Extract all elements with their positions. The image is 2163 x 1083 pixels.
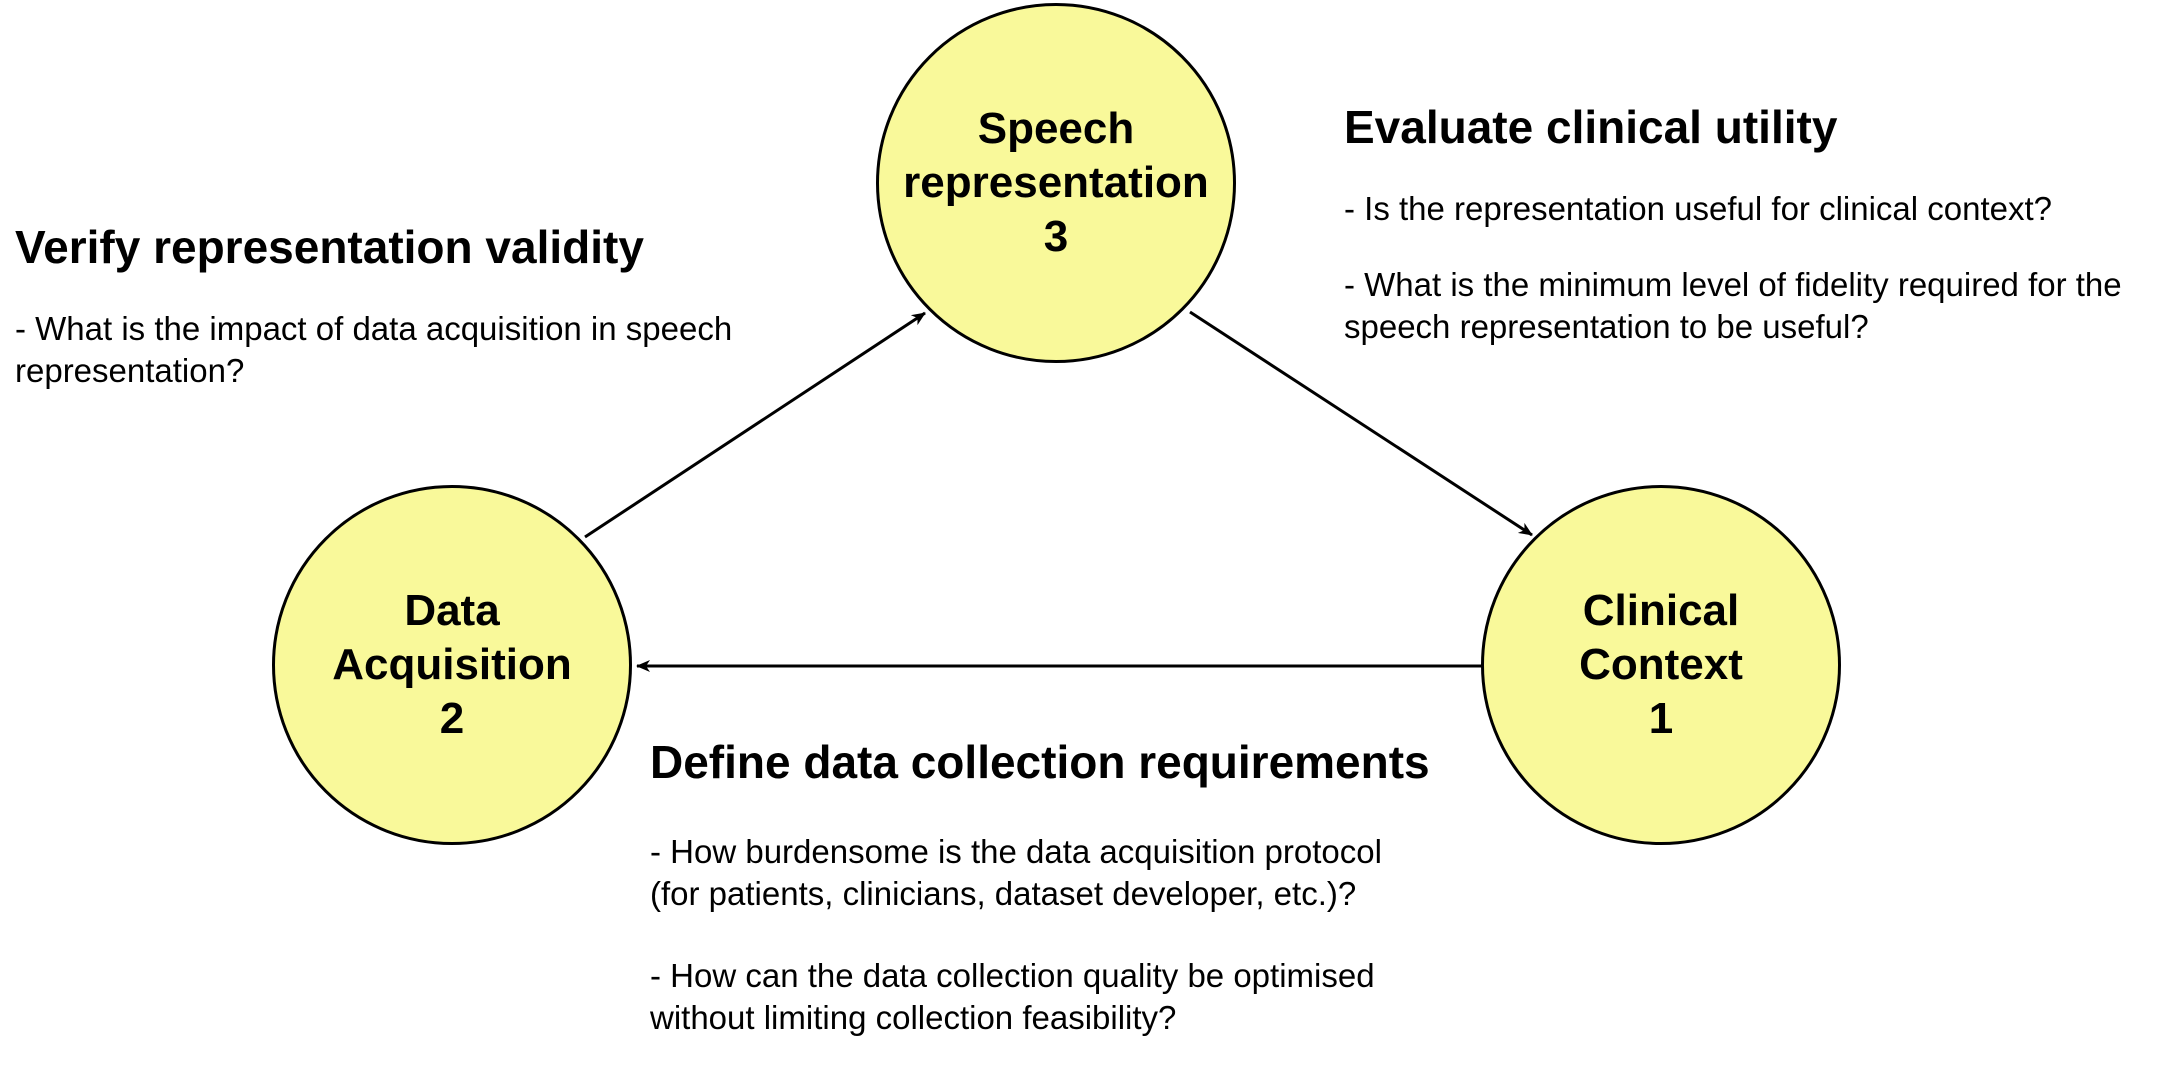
annotation-evaluate: Evaluate clinical utility - Is the repre… — [1344, 100, 2154, 348]
node-data-line2: Acquisition — [332, 640, 572, 689]
question-define-1: - How burdensome is the data acquisition… — [650, 833, 1382, 912]
node-speech-representation[interactable]: Speech representation 3 — [876, 3, 1236, 363]
annotation-verify: Verify representation validity - What is… — [15, 220, 835, 392]
node-clinical-line1: Clinical — [1582, 586, 1740, 635]
question-verify-1: - What is the impact of data acquisition… — [15, 310, 733, 389]
question-define-2: - How can the data collection quality be… — [650, 957, 1375, 1036]
heading-evaluate: Evaluate clinical utility — [1344, 101, 1838, 153]
question-evaluate-2: - What is the minimum level of fidelity … — [1344, 266, 2122, 345]
question-evaluate-1: - Is the representation useful for clini… — [1344, 190, 2053, 227]
annotation-define: Define data collection requirements - Ho… — [650, 735, 1450, 1039]
node-data-number: 2 — [439, 694, 465, 743]
arrow-speech-to-clinical — [1189, 310, 1533, 537]
arrow-data-to-speech — [584, 311, 926, 539]
node-data-line1: Data — [404, 586, 500, 635]
node-speech-line2: representation — [903, 158, 1209, 207]
node-data-acquisition[interactable]: Data Acquisition 2 — [272, 485, 632, 845]
node-clinical-context[interactable]: Clinical Context 1 — [1481, 485, 1841, 845]
heading-define: Define data collection requirements — [650, 736, 1430, 788]
node-clinical-line2: Context — [1579, 640, 1743, 689]
node-speech-line1: Speech — [977, 104, 1135, 153]
heading-verify: Verify representation validity — [15, 221, 644, 273]
node-clinical-number: 1 — [1648, 694, 1674, 743]
node-speech-number: 3 — [1043, 212, 1069, 261]
